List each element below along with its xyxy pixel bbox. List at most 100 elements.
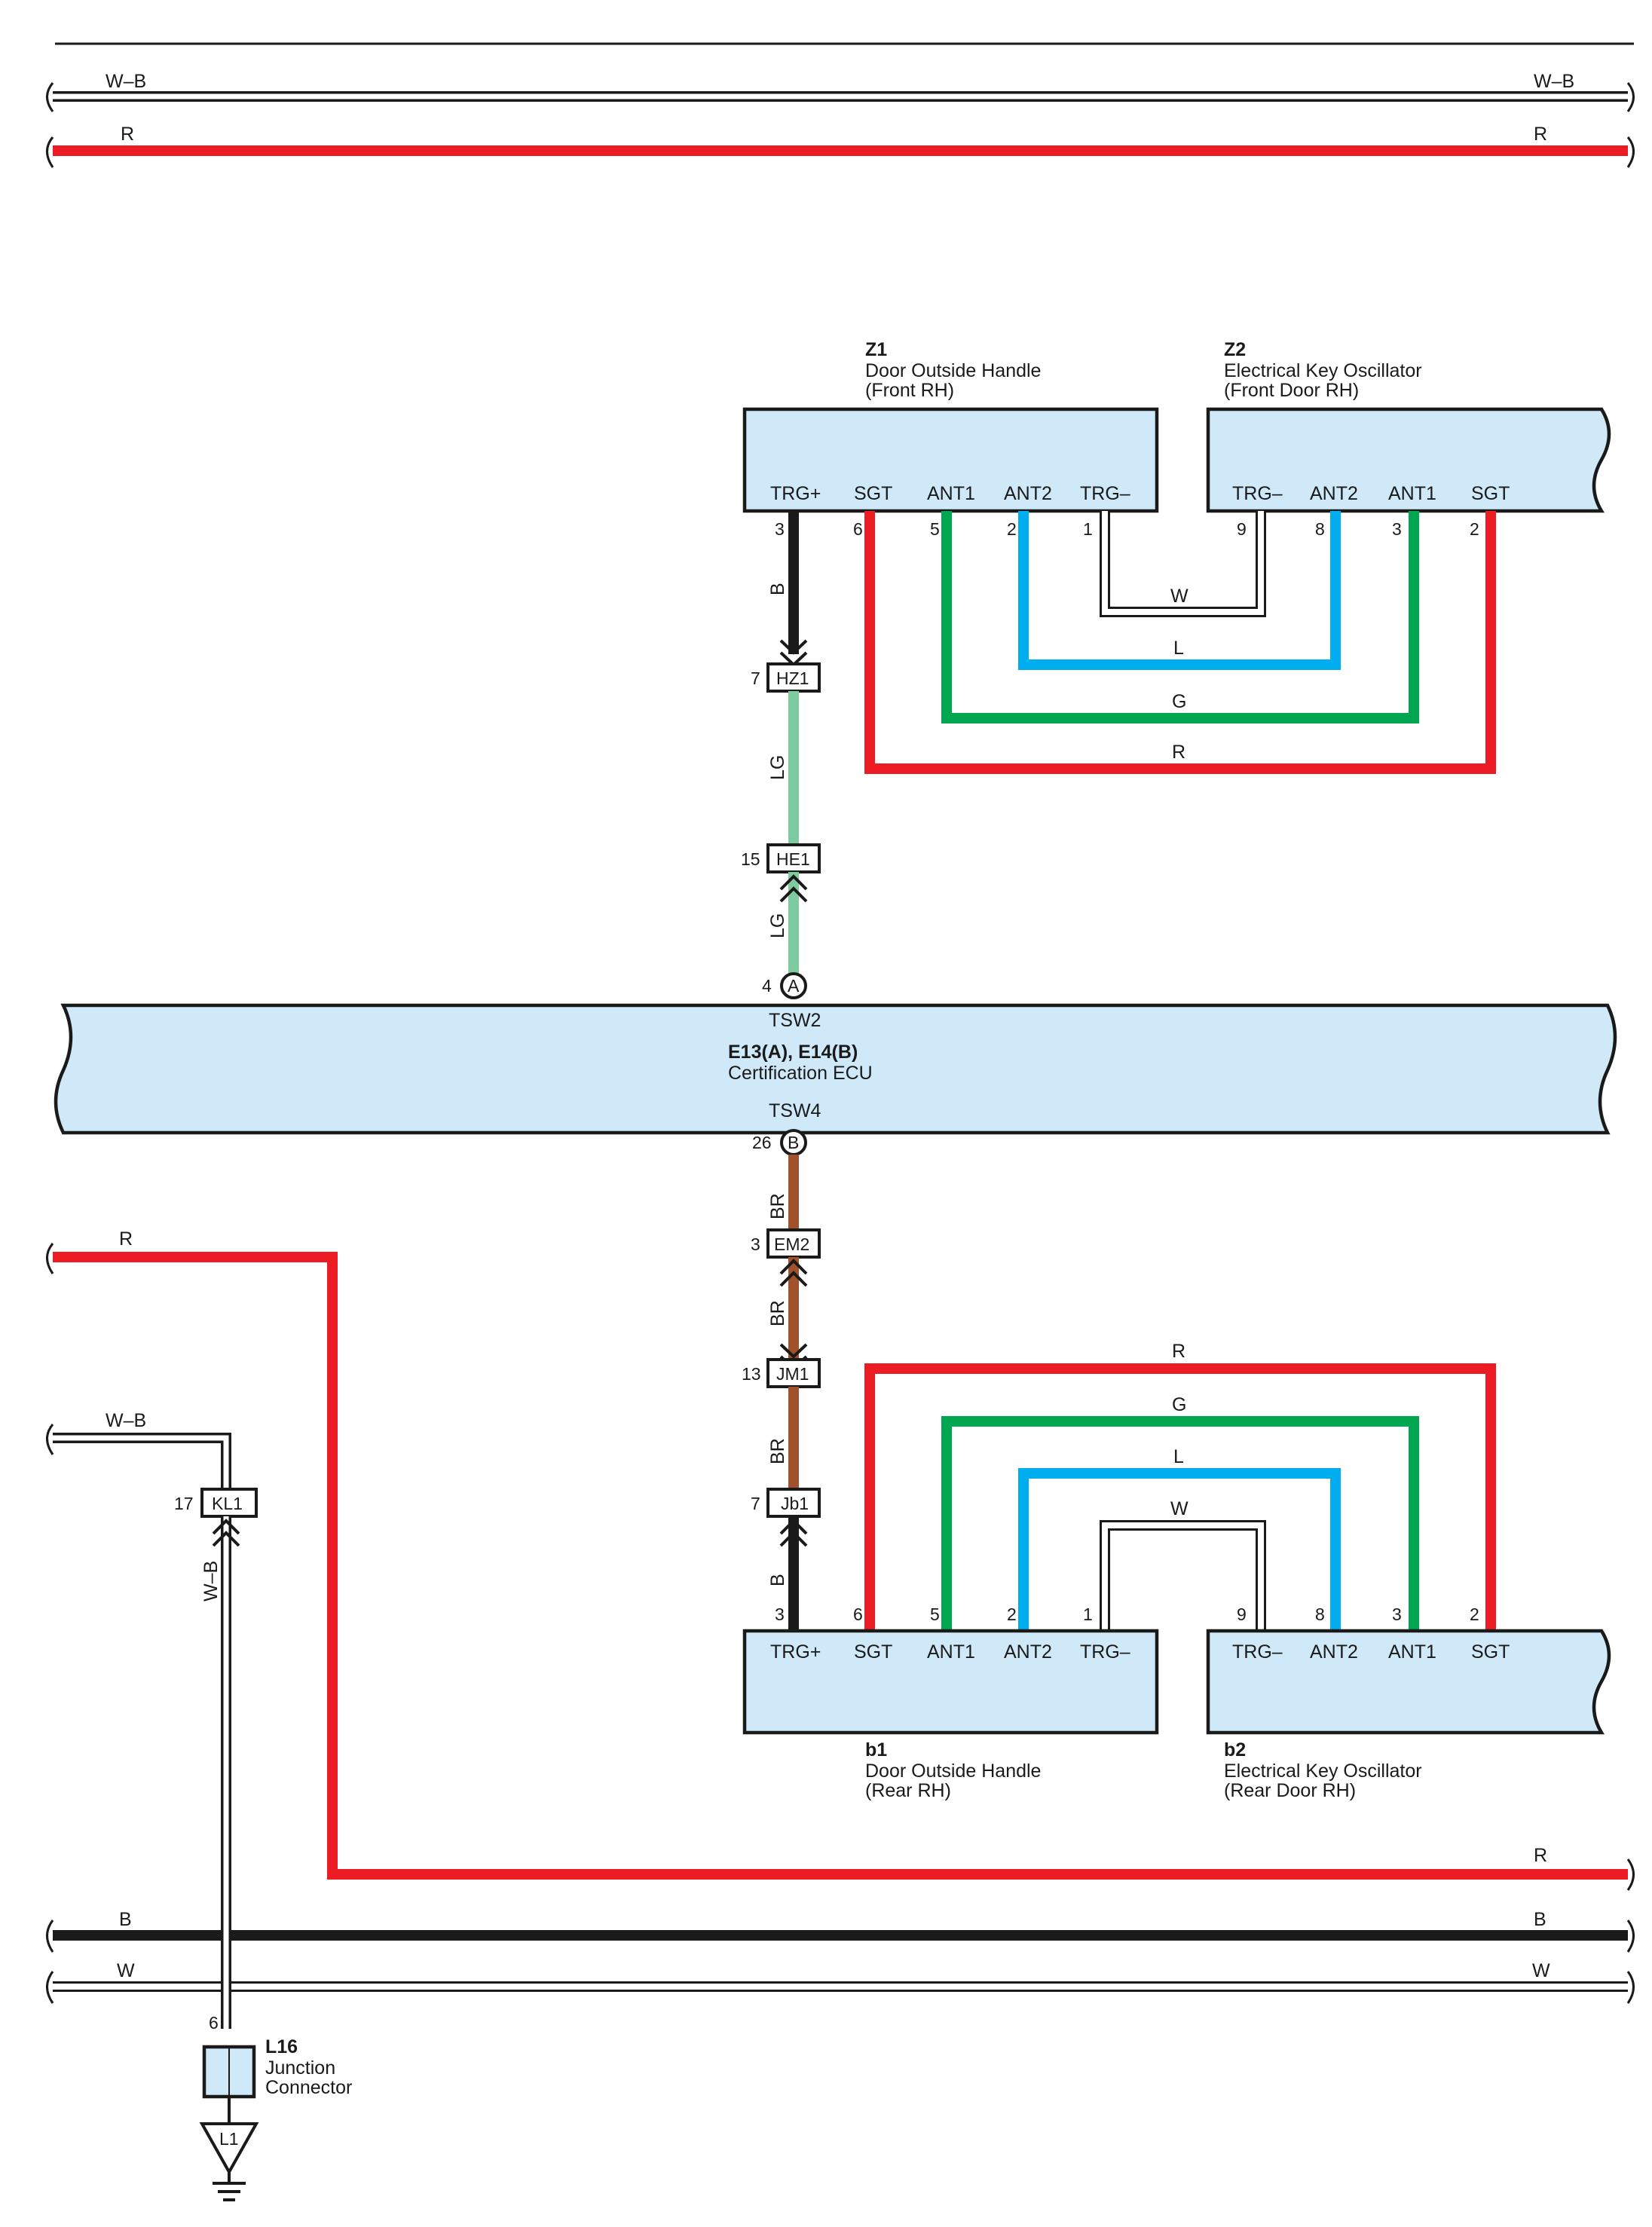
jm1-label: JM1 (776, 1364, 809, 1384)
z2-code: Z2 (1224, 339, 1246, 360)
b1-code: b1 (865, 1739, 887, 1760)
b2-code: b2 (1224, 1739, 1246, 1760)
left-break-marks-lower (46, 1243, 54, 2004)
he1-female-chevron (779, 874, 808, 903)
kl1-female-chevron (212, 1519, 240, 1547)
he1-connector: HE1 15 (741, 843, 821, 873)
em2-pin: 3 (751, 1234, 760, 1254)
w-bottom-wire: W W (53, 1960, 1628, 1992)
z1-pin-3: 3 (775, 519, 785, 539)
b2-terminal-sgt: SGT (1471, 1641, 1510, 1663)
hz1-label: HZ1 (776, 668, 809, 688)
wb-top-label-left: W–B (106, 71, 146, 92)
right-break-marks-lower (1626, 1858, 1635, 2004)
hz1-pin: 7 (751, 668, 760, 688)
front-loop-g-label: G (1172, 691, 1186, 712)
wb-lower-vertical-label: W–B (200, 1561, 222, 1601)
b1-terminal-ant1: ANT1 (927, 1641, 975, 1663)
z2-sub: (Front Door RH) (1224, 380, 1359, 401)
rear-loop-g: G (941, 1394, 1419, 1631)
ecu-name: Certification ECU (728, 1063, 873, 1084)
b1-pin-1: 1 (1083, 1604, 1093, 1624)
jb1-label: Jb1 (781, 1494, 809, 1513)
r-top-label-left: R (121, 124, 134, 145)
l16-junction-connector: 6 L16 Junction Connector (202, 2013, 352, 2099)
upper-lg-wire-2-label: LG (767, 913, 788, 938)
em2-label: EM2 (774, 1234, 809, 1254)
z2-terminal-trg-minus: TRG– (1232, 483, 1283, 504)
z1-terminal-sgt: SGT (854, 483, 892, 504)
b2-terminal-ant1: ANT1 (1388, 1641, 1436, 1663)
z2-pin-8: 8 (1315, 519, 1325, 539)
z1-pin-2: 2 (1007, 519, 1017, 539)
ecu-connector-a: A 4 (762, 972, 807, 999)
kl1-connector: KL1 17 (174, 1488, 258, 1518)
b2-terminal-ant2: ANT2 (1310, 1641, 1358, 1663)
b2-component: 9 8 3 2 TRG– ANT2 ANT1 SGT b2 Electrical… (1206, 1604, 1611, 1801)
wb-lower-wire: W–B (53, 1410, 231, 1489)
b-bottom-label-right: B (1534, 1909, 1546, 1930)
upper-lg-wire-2: LG (767, 872, 808, 974)
z2-pin-9: 9 (1237, 519, 1247, 539)
b2-pin-2: 2 (1470, 1604, 1479, 1624)
r-lower-label-right: R (1534, 1845, 1547, 1866)
b2-name: Electrical Key Oscillator (1224, 1760, 1422, 1782)
z2-pin-2: 2 (1470, 519, 1479, 539)
b1-terminal-ant2: ANT2 (1004, 1641, 1052, 1663)
b-bottom-wire: B B (53, 1909, 1628, 1941)
jb1-connector: Jb1 7 (751, 1488, 821, 1518)
lower-br-wire-2: BR (767, 1257, 808, 1371)
ground-symbol: L1 (199, 2097, 259, 2201)
b1-component: 3 6 5 2 1 TRG+ SGT ANT1 ANT2 TRG– b1 Doo… (742, 1604, 1159, 1801)
upper-lg-wire-1-label: LG (767, 755, 788, 780)
front-loop-r: R (864, 511, 1496, 774)
z1-component: Z1 Door Outside Handle (Front RH) TRG+ S… (742, 339, 1159, 539)
b2-pin-9: 9 (1237, 1604, 1247, 1624)
rear-loop-l-label: L (1173, 1446, 1184, 1467)
jm1-connector: JM1 13 (742, 1358, 821, 1388)
kl1-to-l16-wire: W–B (200, 1516, 240, 2029)
front-loop-w: W (1100, 511, 1266, 617)
z2-terminal-ant1: ANT1 (1388, 483, 1436, 504)
b2-sub: (Rear Door RH) (1224, 1780, 1356, 1801)
ground-label: L1 (219, 2129, 239, 2149)
z2-component: Z2 Electrical Key Oscillator (Front Door… (1206, 339, 1611, 539)
front-loop-g: G (941, 511, 1419, 723)
b1-terminal-trg-minus: TRG– (1080, 1641, 1130, 1663)
upper-b-wire-label: B (767, 583, 788, 595)
front-loop-r-label: R (1172, 742, 1185, 763)
ecu-top-terminal: TSW2 (769, 1010, 821, 1031)
lower-br-wire-1: BR (767, 1155, 799, 1230)
z1-pin-6: 6 (853, 519, 863, 539)
lower-b-wire-label: B (767, 1574, 788, 1586)
jb1-female-chevron (779, 1519, 808, 1547)
b1-pin-2: 2 (1007, 1604, 1017, 1624)
z1-terminal-ant2: ANT2 (1004, 483, 1052, 504)
lower-br-wire-3-label: BR (767, 1438, 788, 1464)
rear-loop-r-label: R (1172, 1341, 1185, 1362)
lower-b-wire: B (767, 1516, 808, 1631)
l16-name: Junction (265, 2057, 335, 2079)
right-break-marks-top (1626, 82, 1635, 168)
rear-loop-w: W (1100, 1498, 1266, 1631)
upper-b-wire: B (767, 511, 808, 667)
rear-loop-w-label: W (1170, 1498, 1189, 1519)
he1-pin: 15 (741, 849, 760, 869)
b1-pin-5: 5 (930, 1604, 940, 1624)
rear-loop-r: R (864, 1341, 1496, 1631)
z2-terminal-sgt: SGT (1471, 483, 1510, 504)
ecu-bottom-terminal: TSW4 (769, 1100, 821, 1121)
z1-terminal-trg-plus: TRG+ (770, 483, 821, 504)
ecu-connector-b: B 26 (752, 1129, 807, 1156)
b-bottom-label-left: B (119, 1909, 132, 1930)
ecu-connector-b-letter: B (788, 1133, 799, 1152)
z1-pin-5: 5 (930, 519, 940, 539)
z1-sub: (Front RH) (865, 380, 954, 401)
rear-loop-g-label: G (1172, 1394, 1186, 1415)
ecu-code: E13(A), E14(B) (728, 1042, 858, 1063)
ecu-connector-a-pin: 4 (762, 976, 772, 996)
he1-label: HE1 (776, 849, 810, 869)
rear-loop-l: L (1018, 1446, 1341, 1631)
w-bottom-label-right: W (1532, 1960, 1550, 1981)
